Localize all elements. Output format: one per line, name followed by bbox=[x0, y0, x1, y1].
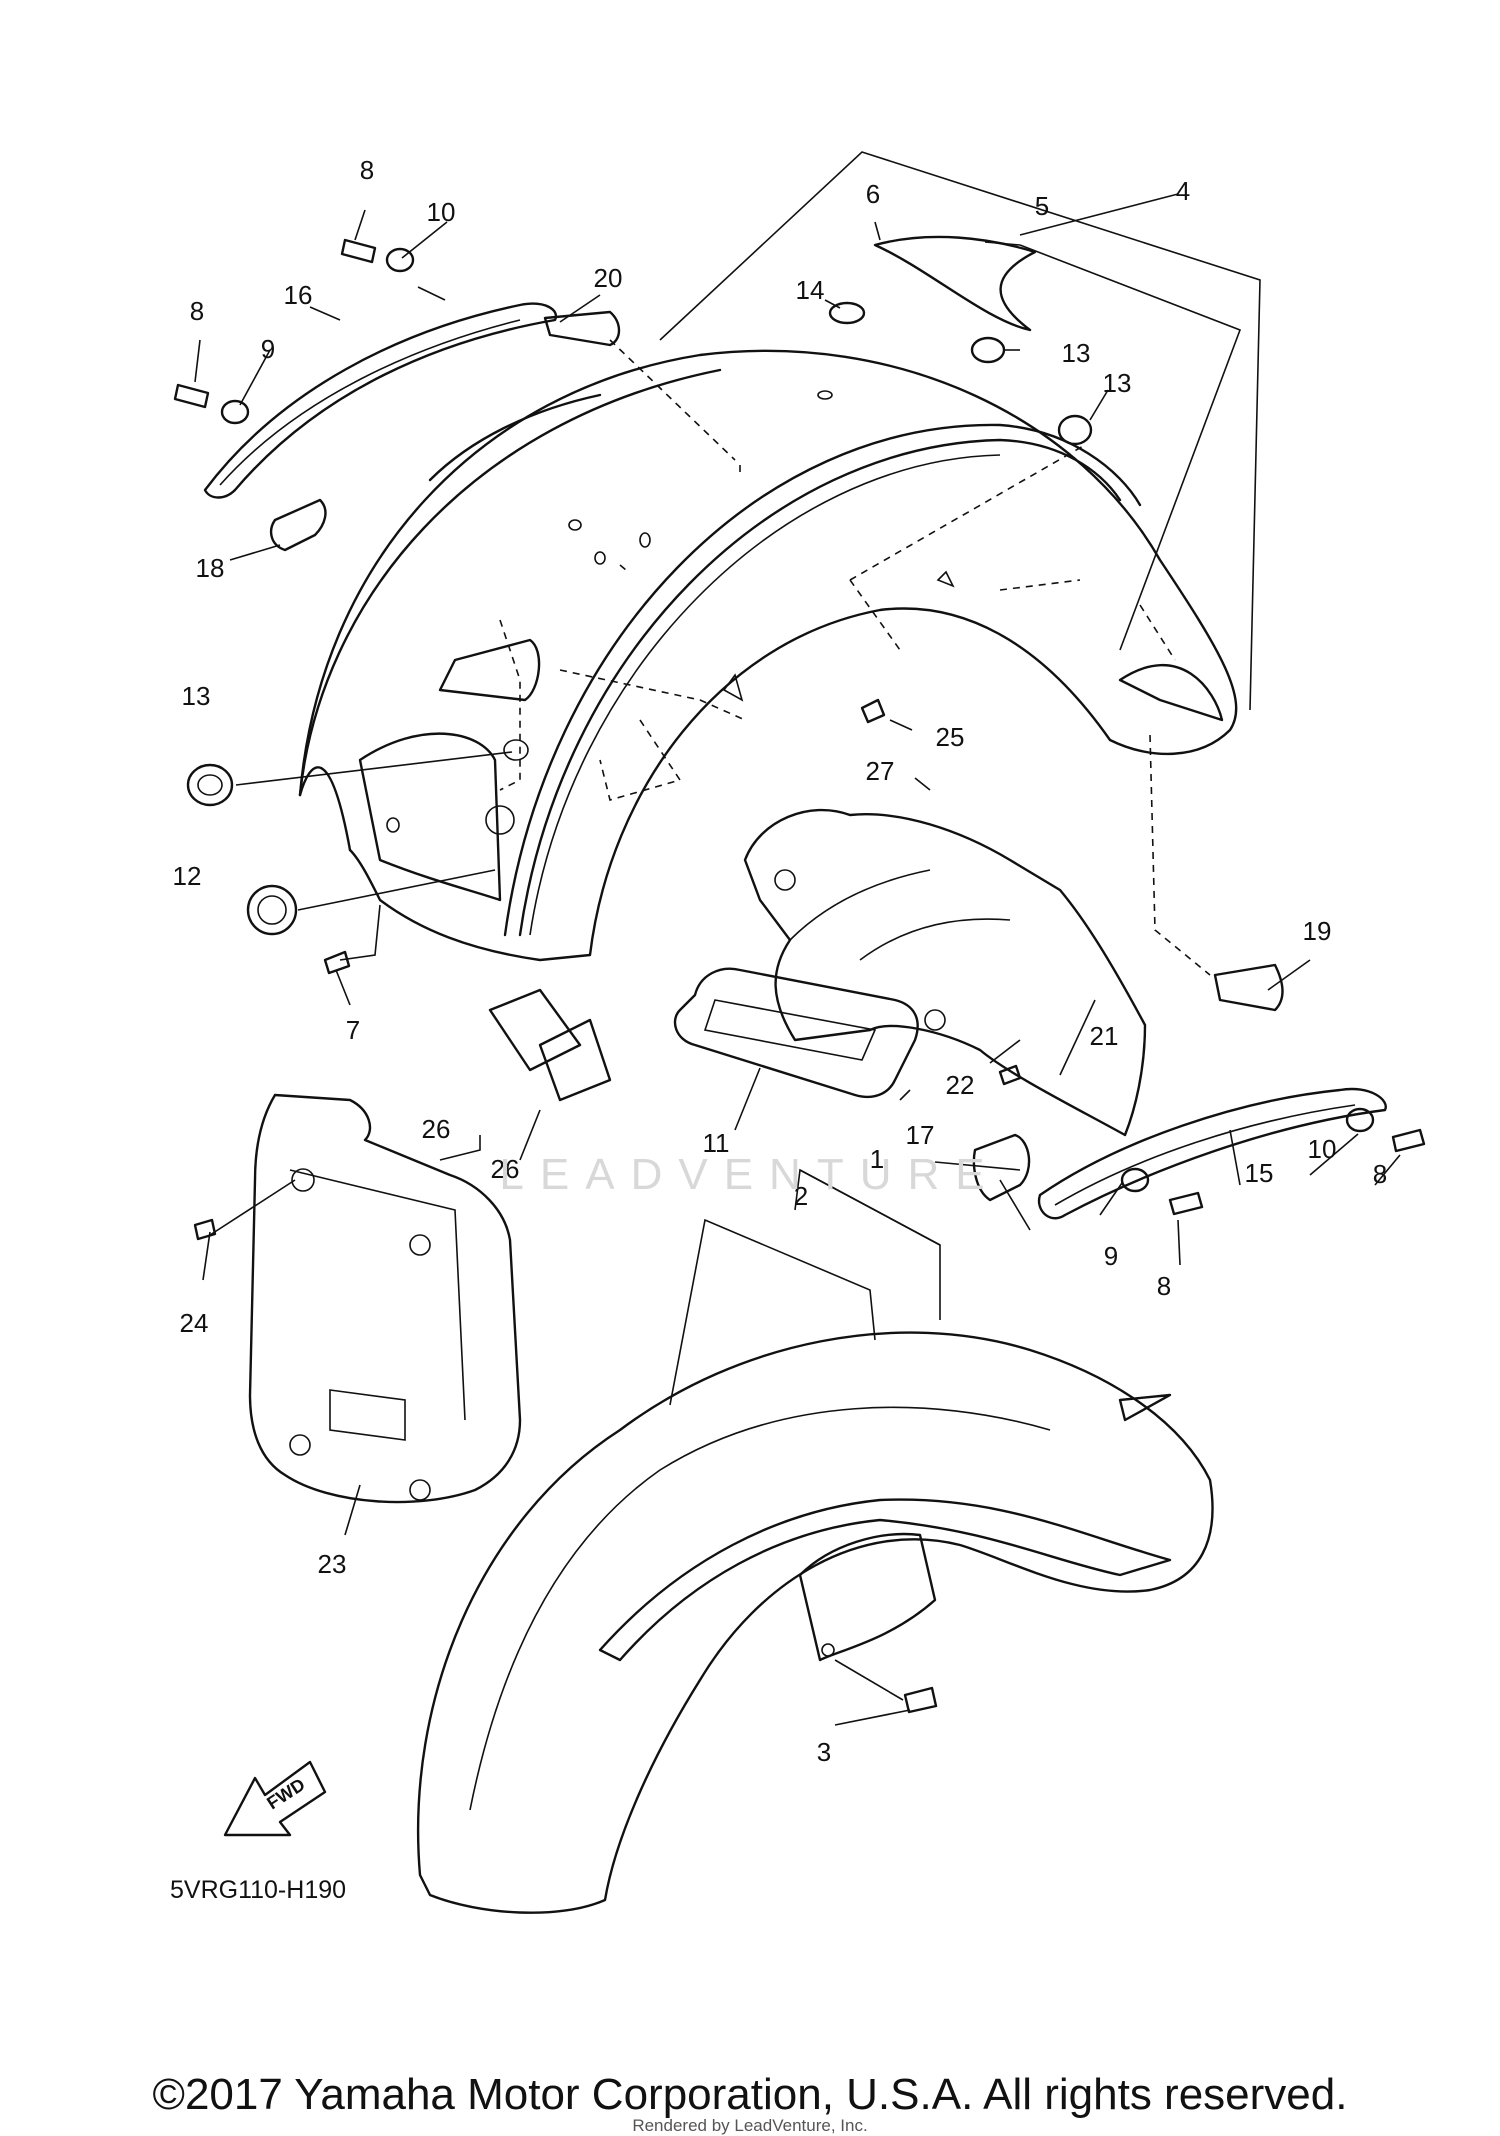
callout-8c: 8 bbox=[1373, 1159, 1387, 1189]
callout-16: 16 bbox=[284, 280, 313, 310]
rear-fender bbox=[298, 349, 1238, 962]
callout-13c: 13 bbox=[1103, 368, 1132, 398]
callout-25: 25 bbox=[936, 722, 965, 752]
callout-9a: 9 bbox=[261, 334, 275, 364]
rendered-by-credit: Rendered by LeadVenture, Inc. bbox=[632, 2116, 868, 2135]
rear-fender-stripe bbox=[873, 235, 1037, 332]
callout-2: 2 bbox=[794, 1181, 808, 1211]
callout-20: 20 bbox=[594, 263, 623, 293]
callout-17: 17 bbox=[906, 1120, 935, 1150]
callout-7: 7 bbox=[346, 1015, 360, 1045]
callout-8a: 8 bbox=[360, 155, 374, 185]
labels-26 bbox=[488, 988, 612, 1102]
front-fender bbox=[416, 1331, 1214, 1914]
callout-23: 23 bbox=[318, 1549, 347, 1579]
side-rail-left bbox=[203, 302, 558, 499]
callout-21: 21 bbox=[1090, 1021, 1119, 1051]
callout-26b: 26 bbox=[491, 1154, 520, 1184]
forward-indicator: FWD bbox=[223, 1760, 327, 1837]
watermark: LEADVENTURE bbox=[499, 1150, 1001, 1199]
callout-26a: 26 bbox=[422, 1114, 451, 1144]
callout-9b: 9 bbox=[1104, 1241, 1118, 1271]
callout-15: 15 bbox=[1245, 1158, 1274, 1188]
leader-lines bbox=[194, 209, 1401, 1726]
callout-14: 14 bbox=[796, 275, 825, 305]
callout-3: 3 bbox=[817, 1737, 831, 1767]
reflector-20 bbox=[543, 310, 621, 347]
callout-1: 1 bbox=[870, 1144, 884, 1174]
callout-10b: 10 bbox=[1308, 1134, 1337, 1164]
callout-12: 12 bbox=[173, 861, 202, 891]
callout-10a: 10 bbox=[427, 197, 456, 227]
callout-13a: 13 bbox=[182, 681, 211, 711]
callout-6: 6 bbox=[866, 179, 880, 209]
rear-fender-cover bbox=[248, 1093, 522, 1504]
callout-27: 27 bbox=[866, 756, 895, 786]
callout-22: 22 bbox=[946, 1070, 975, 1100]
callouts: 1 2 3 4 5 6 7 8 8 8 8 9 9 10 10 11 12 13… bbox=[173, 155, 1388, 1767]
callout-5: 5 bbox=[1035, 191, 1049, 221]
grommets bbox=[173, 238, 1426, 1714]
callout-8d: 8 bbox=[1157, 1271, 1171, 1301]
side-reflector bbox=[673, 967, 919, 1099]
side-rail-right bbox=[1037, 1087, 1387, 1220]
copyright-notice: ©2017 Yamaha Motor Corporation, U.S.A. A… bbox=[152, 2070, 1348, 2119]
pad-17 bbox=[972, 1133, 1031, 1202]
reflector-19 bbox=[1213, 963, 1284, 1012]
callout-13b: 13 bbox=[1062, 338, 1091, 368]
callout-8b: 8 bbox=[190, 296, 204, 326]
callout-18: 18 bbox=[196, 553, 225, 583]
drawing-code: 5VRG110-H190 bbox=[170, 1876, 346, 1904]
reflector-18 bbox=[269, 498, 327, 552]
hidden-lines bbox=[499, 339, 1211, 976]
callout-11: 11 bbox=[703, 1128, 730, 1158]
callout-19: 19 bbox=[1303, 916, 1332, 946]
callout-24: 24 bbox=[180, 1308, 209, 1338]
assembly-brackets bbox=[659, 151, 1261, 1406]
callout-4: 4 bbox=[1176, 176, 1190, 206]
